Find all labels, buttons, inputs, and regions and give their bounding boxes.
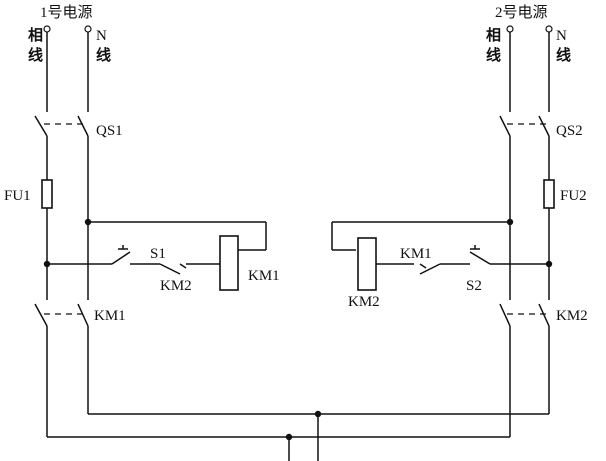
right-switch-label: QS2: [556, 123, 583, 139]
left-phase-label-1: 相: [28, 26, 43, 44]
right-fuse-label: FU2: [560, 188, 587, 204]
left-neutral-label-2: 线: [96, 46, 111, 64]
right-contactor-label: KM2: [556, 308, 588, 324]
right-interlock-label: KM1: [400, 246, 432, 262]
right-phase-label-2: 线: [486, 46, 501, 64]
left-control-circuit: [47, 221, 267, 275]
right-coil: [357, 237, 377, 291]
left-coil-label: KM1: [248, 268, 280, 284]
left-source-title: 1号电源: [40, 4, 93, 21]
right-coil-label: KM2: [348, 294, 380, 310]
left-phase-wire: [34, 32, 289, 438]
left-pushbutton-label: S1: [150, 246, 166, 262]
right-control-circuit: [331, 221, 549, 275]
left-coil: [219, 235, 239, 291]
right-neutral-label-2: 线: [556, 46, 571, 64]
right-neutral-label-1: N: [556, 28, 567, 44]
right-neutral-wire: [318, 32, 550, 415]
junction-dots: [43, 218, 553, 441]
left-fuse: [41, 179, 53, 209]
right-pushbutton-label: S2: [466, 278, 482, 294]
left-terminals: [43, 25, 92, 33]
left-fuse-label: FU1: [4, 188, 31, 204]
left-switch-label: QS1: [96, 123, 123, 139]
right-fuse: [543, 179, 555, 209]
right-source-title: 2号电源: [495, 4, 548, 21]
output-wires: [288, 414, 319, 461]
left-contactor-label: KM1: [94, 308, 126, 324]
right-phase-label-1: 相: [486, 26, 501, 44]
left-neutral-wire: [77, 32, 318, 415]
left-neutral-label-1: N: [96, 28, 107, 44]
right-terminals: [506, 25, 553, 33]
left-interlock-label: KM2: [160, 278, 192, 294]
right-phase-wire: [289, 32, 511, 438]
left-phase-label-2: 线: [28, 46, 43, 64]
